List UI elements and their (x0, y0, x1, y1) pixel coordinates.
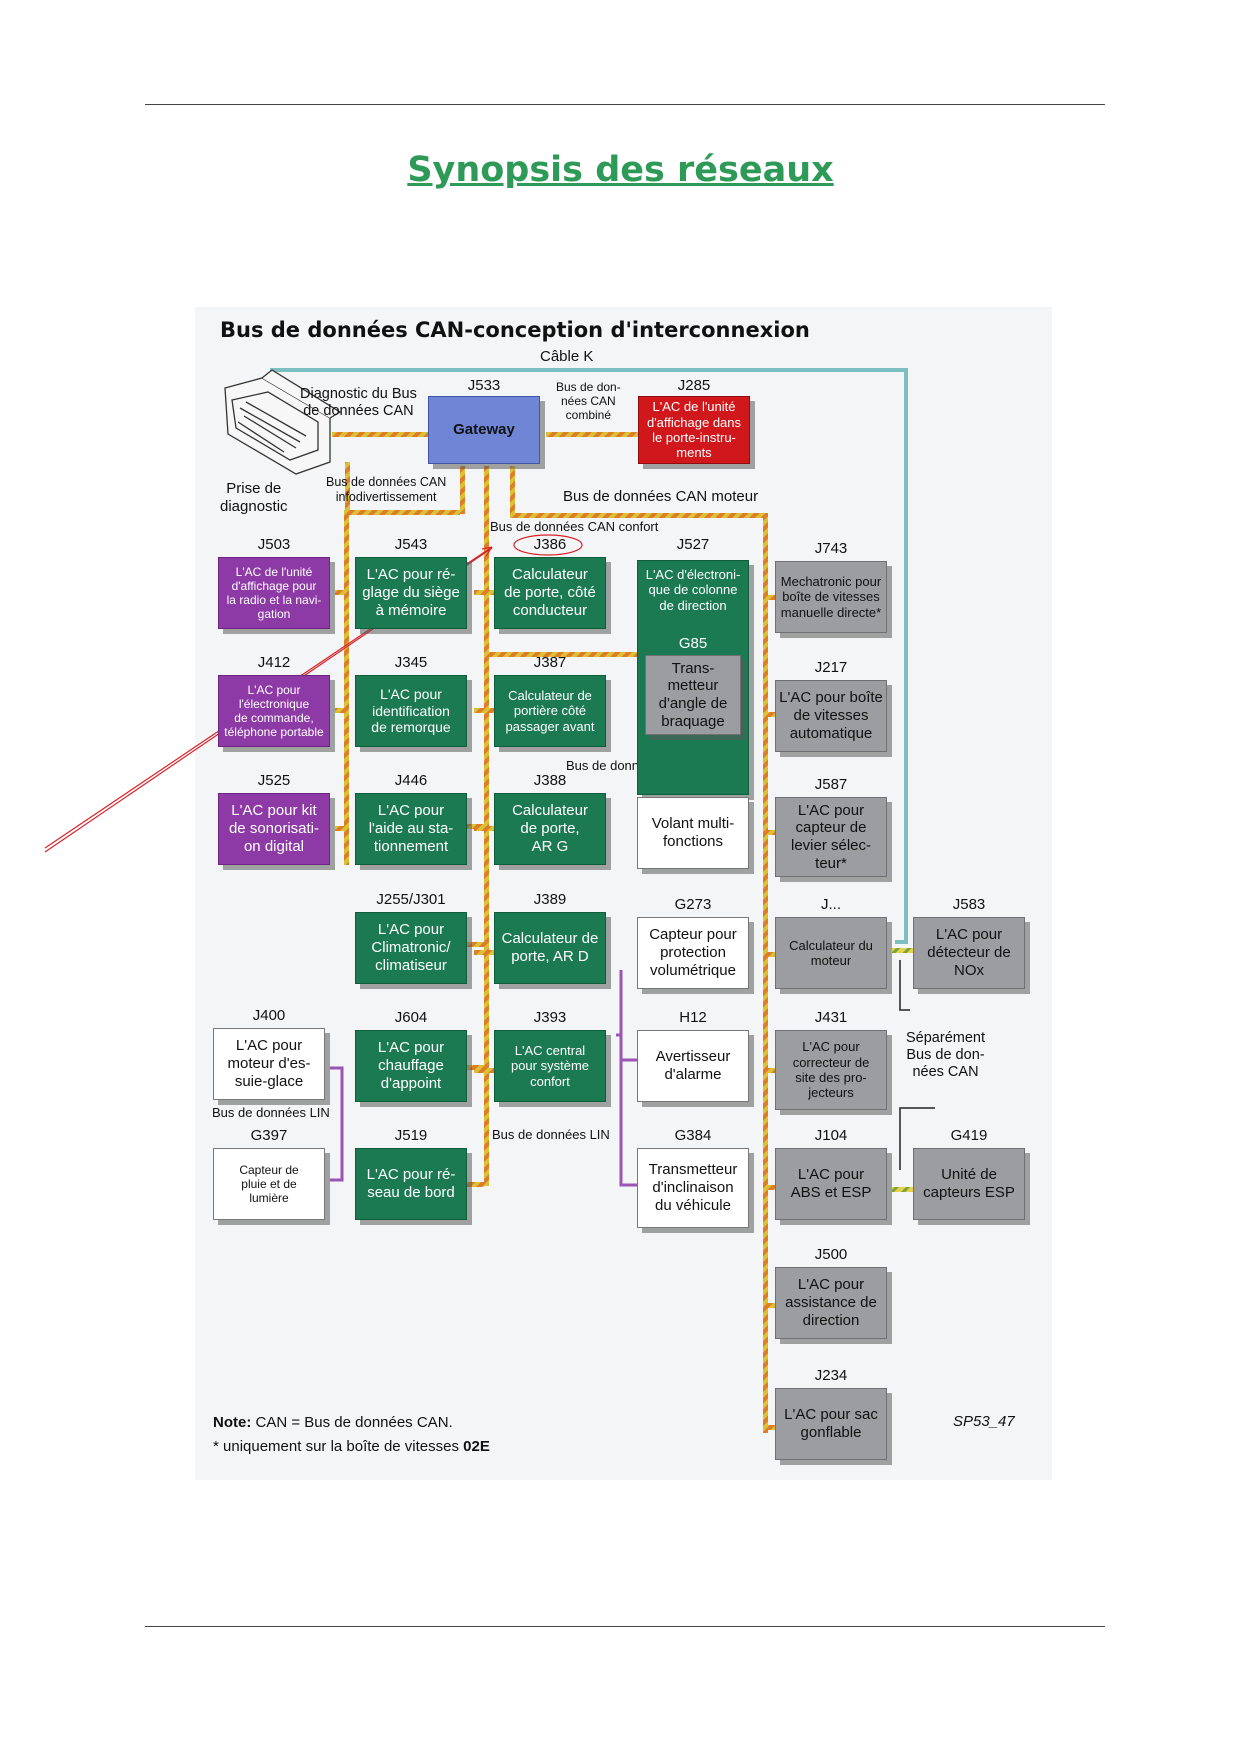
code-j587: J587 (814, 776, 848, 793)
code-j386: J386 (533, 536, 567, 553)
label-lin-2: Bus de données LIN (212, 1105, 330, 1120)
code-j255: J255/J301 (376, 891, 446, 908)
code-j543: J543 (394, 536, 428, 553)
label-prise-diagnostic: Prise de diagnostic (220, 480, 288, 515)
unit-gateway: Gateway (428, 396, 540, 464)
unit-j386: Calculateur de porte, côté conducteur (494, 557, 606, 629)
figure-code: SP53_47 (953, 1413, 1015, 1430)
unit-e221: Volant multi- fonctions (637, 797, 749, 869)
unit-j387: Calculateur de portière côté passager av… (494, 675, 606, 747)
diagnostic-connector-icon (224, 369, 342, 475)
unit-j587: L'AC pour capteur de levier sélec- teur* (775, 797, 887, 877)
unit-j393: L'AC central pour système confort (494, 1030, 606, 1102)
code-j217: J217 (814, 659, 848, 676)
code-j431: J431 (814, 1009, 848, 1026)
label-separement: Séparément Bus de don- nées CAN (906, 1030, 985, 1081)
unit-g85: Trans- metteur d'angle de braquage (645, 655, 741, 735)
unit-j503: L'AC de l'unité d'affichage pour la radi… (218, 557, 330, 629)
can-separe-lines (892, 948, 920, 1192)
unit-j104: L'AC pour ABS et ESP (775, 1148, 887, 1220)
code-j604: J604 (394, 1009, 428, 1026)
label-bus-combine: Bus de don- nées CAN combiné (556, 380, 621, 423)
label-bus-info: Bus de données CAN infodivertissement (326, 475, 447, 504)
note-line: Note: CAN = Bus de données CAN. (213, 1414, 453, 1431)
unit-j345: L'AC pour identification de remorque (355, 675, 467, 747)
code-j446: J446 (394, 772, 428, 789)
footnote-text: * uniquement sur la boîte de vitesses (213, 1438, 464, 1455)
unit-j388: Calculateur de porte, AR G (494, 793, 606, 865)
note-label: Note: (213, 1414, 252, 1431)
code-gateway: J533 (467, 377, 501, 394)
footnote-gearbox: 02E (463, 1438, 490, 1455)
unit-j431: L'AC pour correcteur de site des pro- je… (775, 1030, 887, 1110)
code-j389: J389 (533, 891, 567, 908)
code-j412: J412 (257, 654, 291, 671)
unit-j389: Calculateur de porte, AR D (494, 912, 606, 984)
unit-j543: L'AC pour ré- glage du siège à mémoire (355, 557, 467, 629)
code-jm: J... (820, 896, 841, 913)
can-bus-lines (332, 432, 778, 1433)
footnote-line: * uniquement sur la boîte de vitesses 02… (213, 1438, 490, 1455)
label-cable-k: Câble K (540, 348, 594, 365)
code-j583: J583 (952, 896, 986, 913)
unit-j525: L'AC pour kit de sonorisati- on digital (218, 793, 330, 865)
unit-j604: L'AC pour chauffage d'appoint (355, 1030, 467, 1102)
unit-j500: L'AC pour assistance de direction (775, 1267, 887, 1339)
figure-background (195, 307, 1052, 1480)
unit-j583: L'AC pour détecteur de NOx (913, 917, 1025, 989)
unit-j400: L'AC pour moteur d'es- suie-glace (213, 1028, 325, 1100)
note-text: CAN = Bus de données CAN. (255, 1414, 453, 1431)
code-j503: J503 (257, 536, 291, 553)
unit-g384: Transmetteur d'inclinaison du véhicule (637, 1148, 749, 1228)
code-g397: G397 (250, 1127, 288, 1144)
code-j525: J525 (257, 772, 291, 789)
code-j500: J500 (814, 1246, 848, 1263)
code-g85: G85 (678, 635, 708, 652)
header-rule (145, 104, 1105, 105)
unit-g419: Unité de capteurs ESP (913, 1148, 1025, 1220)
code-j393: J393 (533, 1009, 567, 1026)
code-g273: G273 (674, 896, 712, 913)
code-h12: H12 (679, 1009, 707, 1026)
unit-j217: L'AC pour boîte de vitesses automatique (775, 680, 887, 752)
unit-jm: Calculateur du moteur (775, 917, 887, 989)
page-title: Synopsis des réseaux (407, 150, 834, 190)
label-diag-bus: Diagnostic du Bus de données CAN (300, 386, 417, 420)
label-bus-moteur: Bus de données CAN moteur (563, 488, 759, 505)
label-bus-confort: Bus de données CAN confort (490, 519, 659, 534)
figure-title: Bus de données CAN-conception d'intercon… (220, 318, 810, 342)
unit-j519: L'AC pour ré- seau de bord (355, 1148, 467, 1220)
code-j234: J234 (814, 1367, 848, 1384)
code-j743: J743 (814, 540, 848, 557)
unit-j412: L'AC pour l'électronique de commande, té… (218, 675, 330, 747)
unit-j255: L'AC pour Climatronic/ climatiseur (355, 912, 467, 984)
unit-g273: Capteur pour protection volumétrique (637, 917, 749, 989)
code-j285: J285 (677, 377, 711, 394)
code-j519: J519 (394, 1127, 428, 1144)
separation-bracket (899, 960, 935, 1170)
unit-j285: L'AC de l'unité d'affichage dans le port… (638, 396, 750, 464)
code-j527: J527 (676, 536, 710, 553)
code-j104: J104 (814, 1127, 848, 1144)
code-j345: J345 (394, 654, 428, 671)
unit-h12: Avertisseur d'alarme (637, 1030, 749, 1102)
code-j387: J387 (533, 654, 567, 671)
unit-j446: L'AC pour l'aide au sta- tionnement (355, 793, 467, 865)
code-j388: J388 (533, 772, 567, 789)
code-g419: G419 (950, 1127, 988, 1144)
label-lin-3: Bus de données LIN (492, 1127, 610, 1142)
unit-j743: Mechatronic pour boîte de vitesses manue… (775, 561, 887, 633)
footer-rule (145, 1626, 1105, 1627)
unit-g397: Capteur de pluie et de lumière (213, 1148, 325, 1220)
can-info-drop (345, 462, 350, 510)
code-j400: J400 (252, 1007, 286, 1024)
unit-j234: L'AC pour sac gonflable (775, 1388, 887, 1460)
code-g384: G384 (674, 1127, 712, 1144)
